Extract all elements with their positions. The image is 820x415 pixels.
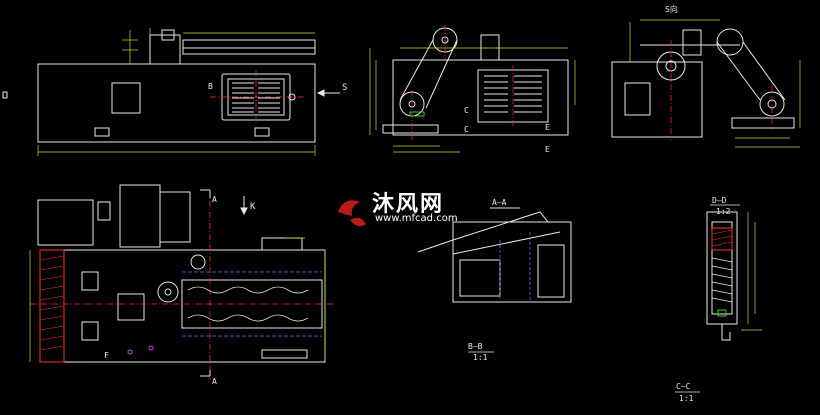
aa-pocket-left [459, 259, 501, 297]
front-motor-mount [149, 34, 181, 65]
plan-centerlines [30, 190, 335, 380]
front-corner-mark [2, 91, 8, 99]
s-window [624, 82, 651, 116]
front-foot-left [94, 127, 110, 137]
plan-gearbox [37, 199, 94, 246]
plan-chain [187, 286, 309, 322]
plan-right-box [261, 237, 303, 251]
front-window [111, 82, 141, 114]
section-dd-view [706, 211, 762, 341]
dd-coil [711, 257, 733, 303]
side-louver-slats [484, 75, 542, 113]
s-base [731, 117, 795, 129]
plan-window-3 [117, 293, 145, 321]
s-pulley-top [716, 28, 744, 56]
watermark-url: www.mfcad.com [375, 213, 458, 224]
section-aa-view [417, 207, 572, 303]
mid-c-top-label: C [464, 106, 469, 115]
front-foot-right [254, 127, 270, 137]
plan-top-wheel [190, 254, 206, 270]
aa-slope [452, 231, 561, 255]
side-elevation-view [369, 25, 576, 153]
front-louver-slats [232, 82, 280, 113]
plan-gearbox-cap [97, 201, 111, 221]
plan-drive-hub [164, 288, 172, 296]
dd-inner [711, 221, 733, 315]
side-body-outline [392, 59, 569, 136]
mid-e-bottom-label: E [545, 145, 550, 154]
plan-hatched-end [39, 249, 65, 363]
front-centerlines [210, 70, 305, 125]
side-dimensions [369, 47, 576, 153]
s-centerlines [670, 40, 773, 140]
s-motor [682, 29, 702, 56]
plan-window-1 [81, 271, 99, 291]
plan-k-label: K [250, 202, 256, 212]
front-s-arrow-label: S [342, 83, 348, 93]
plan-magenta-mark-1 [127, 349, 133, 355]
dd-green-mark [717, 309, 727, 317]
mid-e-top-label: E [545, 123, 550, 132]
dd-dimensions [741, 212, 762, 331]
side-accent-green [409, 111, 425, 117]
aa-pocket-right [537, 244, 565, 298]
section-dd-scale: 1:2 [716, 207, 731, 216]
section-title-lines [468, 204, 740, 393]
watermark-logo [338, 200, 366, 227]
side-belt-a [399, 39, 434, 101]
plan-drive-wheel [157, 281, 179, 303]
plan-bottom-rail [261, 349, 308, 359]
dd-hook [721, 324, 731, 341]
plan-magenta-mark-2 [148, 345, 154, 351]
front-motor-cap [161, 29, 175, 41]
dd-red-block [711, 227, 733, 251]
section-bb-title: B—B [468, 342, 483, 351]
section-dd-title: D—D [712, 196, 727, 205]
side-centerlines [411, 25, 514, 140]
front-dimensions [37, 28, 316, 156]
s-belt-a [716, 41, 761, 101]
aa-body [452, 221, 572, 303]
plan-view [29, 184, 335, 380]
plan-hatch [39, 255, 65, 351]
aa-hidden [499, 232, 531, 300]
section-cc-scale: 1:1 [679, 394, 694, 403]
plan-window-2 [81, 321, 99, 341]
mid-c-bottom-label: C [464, 125, 469, 134]
plan-hidden-lines [182, 271, 322, 337]
plan-a-top-label: A [212, 195, 217, 204]
s-direction-view [611, 19, 801, 148]
front-b-label: B [208, 82, 213, 91]
plan-section-markers [200, 189, 248, 377]
dd-red-hatch [711, 229, 733, 247]
side-motor [480, 34, 500, 61]
front-elevation-view [2, 28, 340, 156]
plan-a-bottom-label: A [212, 377, 217, 386]
front-top-rail [182, 39, 316, 55]
section-cc-title: C—C [676, 382, 691, 391]
plan-motor-side [159, 191, 191, 243]
s-dimensions [629, 19, 801, 148]
plan-dimensions [29, 237, 326, 362]
section-aa-title: A—A [492, 198, 507, 207]
s-belt-b [742, 41, 786, 101]
s-body-left [611, 61, 703, 138]
s-view-title: S向 [665, 5, 678, 14]
section-bb-scale: 1:1 [473, 353, 488, 362]
side-belt-b [425, 39, 458, 109]
plan-motor [119, 184, 161, 248]
aa-hopper [417, 211, 549, 253]
front-s-arrow-head [316, 89, 325, 97]
watermark-name: 沐风网 [372, 192, 445, 217]
side-base-plate [382, 124, 439, 134]
plan-f-label: F [104, 351, 109, 360]
